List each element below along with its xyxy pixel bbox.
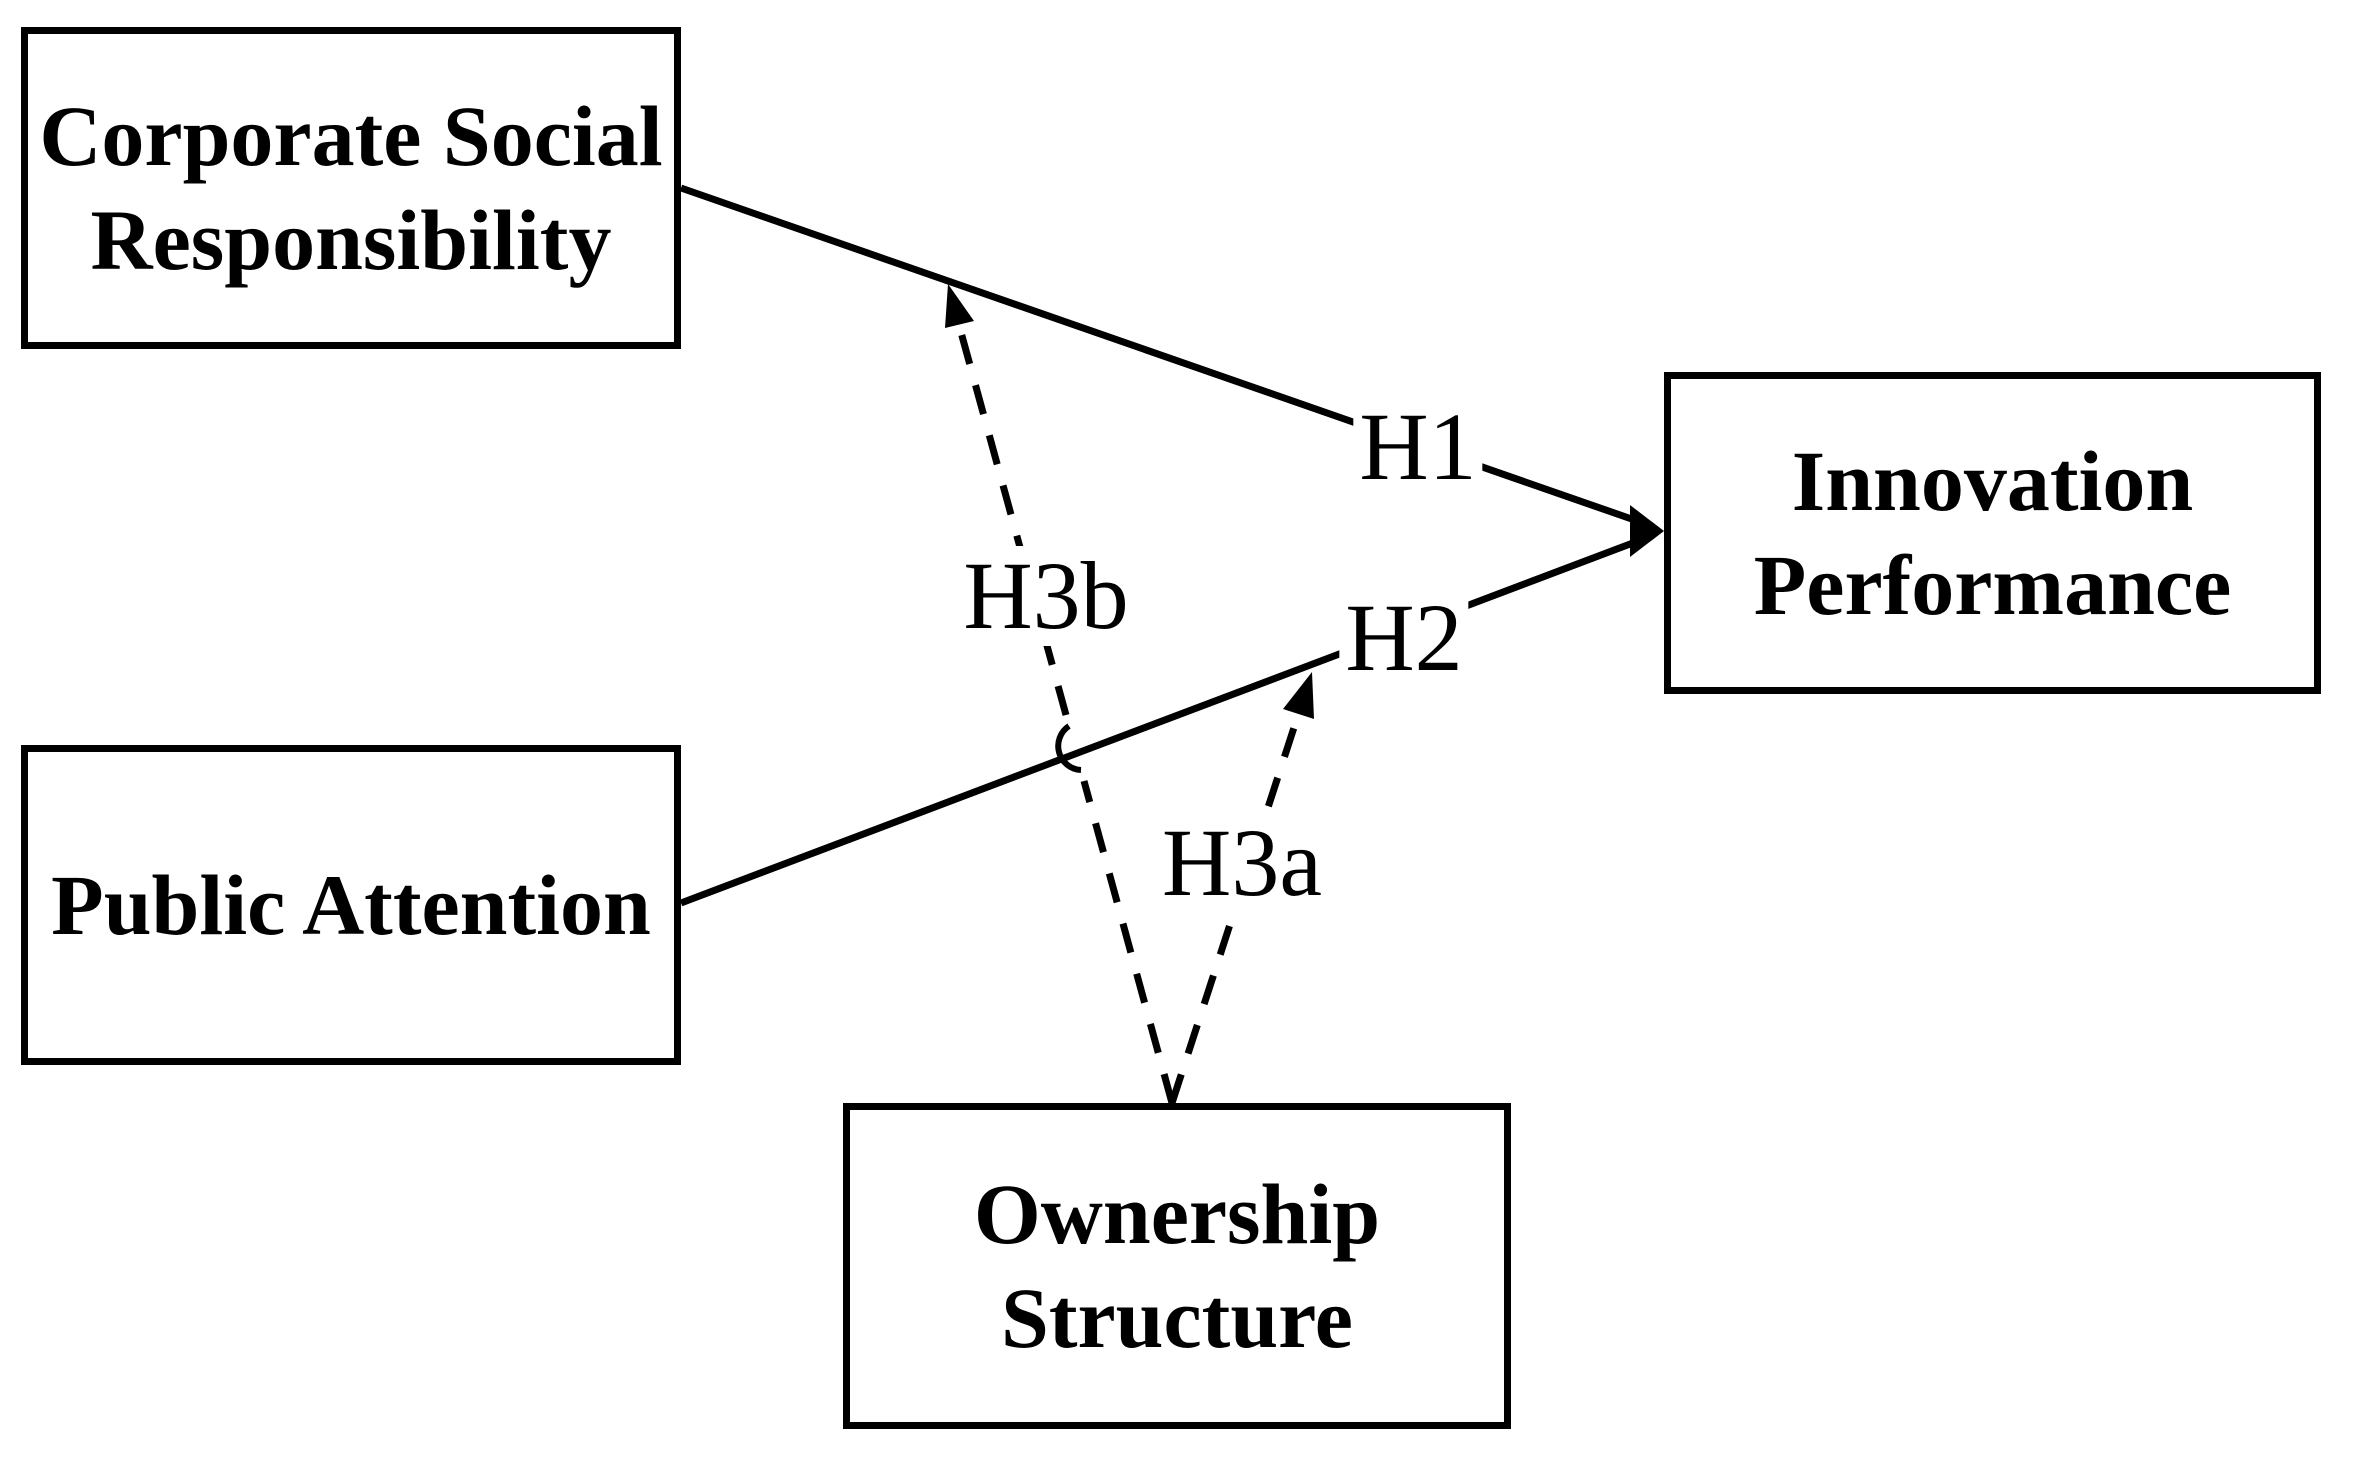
h3b-arrowhead (945, 284, 974, 328)
h3b-dashed-line-upper (955, 324, 1070, 716)
node-label-line: Responsibility (90, 192, 612, 288)
h2-arrow-line (679, 534, 1648, 907)
h3a-dashed-line (1168, 707, 1304, 1105)
h3a-arrowhead (1283, 672, 1314, 719)
node-innovation-performance: Innovation Performance (1664, 372, 2321, 694)
node-label-line: Innovation (1791, 433, 2194, 529)
node-ownership-structure: Ownership Structure (843, 1103, 1511, 1429)
node-label-line: Corporate Social (39, 88, 663, 184)
h3b-line-hop-arc (1055, 723, 1082, 773)
h3b-dashed-line-lower (1080, 780, 1176, 1104)
node-public-attention: Public Attention (21, 745, 681, 1065)
node-label-line: Structure (1001, 1270, 1353, 1366)
h1-arrow-line (679, 184, 1648, 528)
node-label-line: Performance (1753, 537, 2232, 633)
node-corporate-social-responsibility: Corporate Social Responsibility (21, 27, 681, 349)
node-label-line: Public Attention (51, 857, 651, 953)
edge-label-h2: H2 (1339, 588, 1469, 688)
node-label-line: Ownership (973, 1166, 1381, 1262)
h1-h2-arrowhead (1630, 505, 1664, 557)
edge-label-h3b: H3b (957, 546, 1135, 646)
edge-label-h1: H1 (1353, 397, 1483, 497)
edge-label-h3a: H3a (1156, 813, 1328, 913)
